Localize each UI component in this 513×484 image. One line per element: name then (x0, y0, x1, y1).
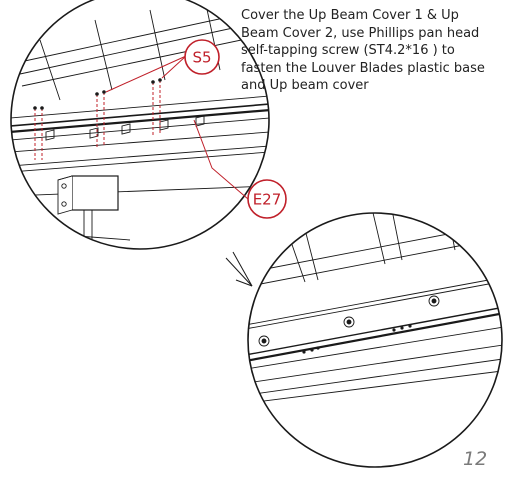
fastened-screws (258, 295, 440, 347)
page-number: 12 (463, 448, 488, 470)
callout-e27: E27 (247, 179, 287, 219)
post-bracket (57, 175, 131, 249)
e27-leader-line (193, 119, 249, 200)
instruction-line: fasten the Louver Blades plastic base (241, 60, 485, 76)
instruction-line: and Up beam cover (241, 78, 369, 94)
instruction-line: self-tapping screw (ST4.2*16 ) to (241, 43, 455, 59)
instruction-text: Cover the Up Beam Cover 1 & Up Beam Cove… (241, 7, 511, 95)
up-beam-cover (248, 275, 502, 405)
instruction-line: Cover the Up Beam Cover 1 & Up (241, 8, 459, 23)
screw-heads (33, 78, 162, 110)
up-beam (11, 95, 269, 197)
s5-leader-lines (105, 55, 187, 93)
detail-view-after (247, 212, 503, 468)
transition-arrow (225, 251, 253, 287)
screws-s5 (34, 80, 161, 160)
callout-e27-label: E27 (253, 191, 282, 209)
callout-s5: S5 (184, 39, 220, 75)
callout-s5-label: S5 (192, 49, 211, 67)
instruction-line: Beam Cover 2, use Phillips pan head (241, 25, 480, 41)
cover-slots (302, 324, 412, 354)
detail-view-before (10, 0, 270, 250)
